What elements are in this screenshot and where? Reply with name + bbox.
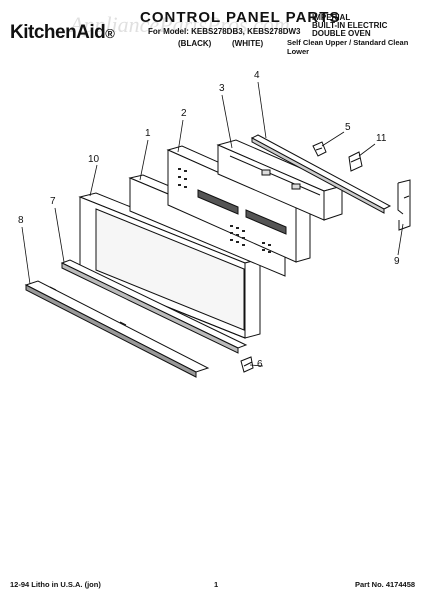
page-number: 1 xyxy=(214,580,219,589)
footer-print-info: 12-94 Litho in U.S.A. (jon) xyxy=(10,580,101,589)
part-3-housing-bracket xyxy=(216,139,344,221)
callout-1: 1 xyxy=(145,128,151,139)
part-6-clip xyxy=(240,356,254,373)
finish-white: (WHITE) xyxy=(232,39,264,48)
callout-5: 5 xyxy=(345,122,351,133)
callout-2: 2 xyxy=(181,108,187,119)
part-4-trim-strip xyxy=(250,134,392,214)
part-8-bottom-trim xyxy=(24,280,210,378)
model-line: For Model: KEBS278DB3, KEBS278DW3 xyxy=(148,27,301,36)
callout-3: 3 xyxy=(219,83,225,94)
callout-9: 9 xyxy=(394,256,400,267)
leader-lines xyxy=(21,81,404,367)
callout-10: 10 xyxy=(88,154,100,165)
brand-logo: KitchenAid® xyxy=(10,22,115,44)
brand-name: KitchenAid xyxy=(10,22,106,43)
page-title: CONTROL PANEL PARTS xyxy=(140,9,341,26)
page-subtitle: Self Clean Upper / Standard Clean Lower xyxy=(287,38,409,56)
product-line: IMPERIAL xyxy=(312,13,351,22)
part-7-lower-trim xyxy=(60,259,248,354)
product-type: BUILT-IN ELECTRIC xyxy=(312,21,388,30)
callout-4: 4 xyxy=(254,70,260,81)
brand-mark: ® xyxy=(105,26,115,41)
callout-8: 8 xyxy=(18,215,24,226)
callout-6: 6 xyxy=(257,359,263,370)
finish-black: (BLACK) xyxy=(178,39,212,48)
callout-7: 7 xyxy=(50,196,56,207)
watermark: AppliancePartsPros.com xyxy=(70,12,290,37)
product-config: DOUBLE OVEN xyxy=(312,29,371,38)
callout-11: 11 xyxy=(376,133,387,144)
part-9-side-bracket xyxy=(397,179,411,231)
part-5-clip xyxy=(312,141,327,157)
part-11-bracket-clip xyxy=(348,151,363,172)
part-number: Part No. 4174458 xyxy=(355,580,416,589)
